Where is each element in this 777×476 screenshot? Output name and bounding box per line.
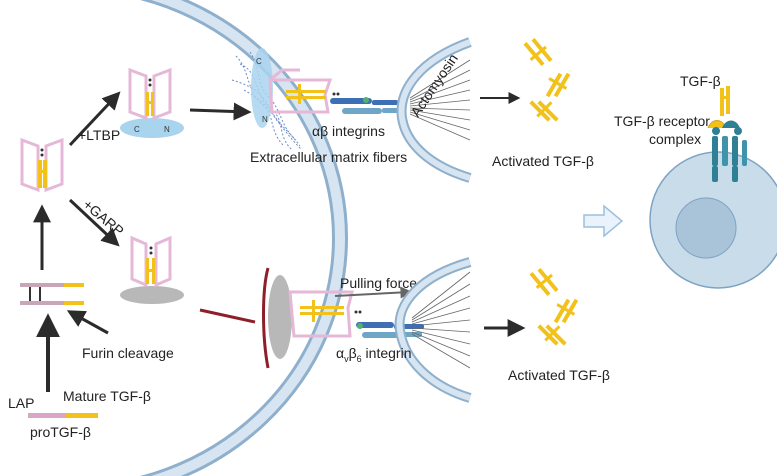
target-cell [649, 151, 777, 289]
mature-tgf-label: Mature TGF-β [63, 388, 151, 404]
ab-integrin [330, 97, 400, 114]
ltbp-n-label: N [164, 125, 170, 134]
arrow-ltbp-to-ecm [189, 102, 252, 121]
ab-integrins-label: αβ integrins [312, 123, 385, 139]
garp-surface-complex [262, 267, 362, 369]
tgf-receptor-complex [707, 86, 747, 182]
activated-bottom-label: Activated TGF-β [508, 367, 610, 383]
ecm-fibers: C N [231, 48, 303, 151]
ecm-n-label: N [262, 115, 268, 124]
lap-label: LAP [8, 395, 34, 411]
latent-complex [20, 137, 64, 193]
ecm-c-label: C [256, 57, 262, 66]
garp-arrow [68, 198, 120, 247]
actomyosin-cell-edge-top [396, 37, 472, 183]
activated-tgf-top [523, 37, 571, 122]
activated-tgf-bottom [529, 267, 579, 346]
avb6-6-sub: 6 [357, 354, 362, 364]
activated-top-label: Activated TGF-β [492, 153, 594, 169]
avb6-beta: β [349, 345, 357, 361]
ltbp-bound-complex: C N [120, 67, 184, 138]
ltbp-label: +LTBP [78, 127, 120, 143]
protgf-beta-bar [28, 413, 98, 418]
ecm-latent-complex [268, 68, 340, 114]
garp-bound-complex [120, 235, 184, 304]
receptor-label-line1: TGF-β receptor [614, 113, 710, 129]
avb6-v-sub: v [344, 354, 349, 364]
avb6-alpha: α [336, 345, 344, 361]
pulling-force-label: Pulling force [340, 275, 417, 291]
signal-arrow [583, 204, 624, 238]
furin-label: Furin cleavage [82, 345, 174, 361]
actomyosin-cell-edge-bottom [394, 257, 472, 403]
furin-arrow [66, 310, 109, 335]
ltbp-arrow [68, 91, 121, 147]
tgfb-label: TGF-β [680, 73, 721, 89]
producing-cell-membrane [140, 0, 348, 476]
avb6-rest: integrin [362, 345, 412, 361]
protgf-label: proTGF-β [30, 424, 91, 440]
pulling-force-arrow [334, 286, 413, 299]
avb6-integrin [356, 322, 424, 338]
receptor-label-line2: complex [649, 131, 701, 147]
ltbp-c-label: C [134, 125, 140, 134]
garp-anchor-line [199, 308, 256, 324]
ecm-label: Extracellular matrix fibers [250, 149, 407, 165]
avb6-integrin-label: αvβ6 integrin [336, 345, 411, 364]
cleaved-dimer [20, 283, 84, 305]
